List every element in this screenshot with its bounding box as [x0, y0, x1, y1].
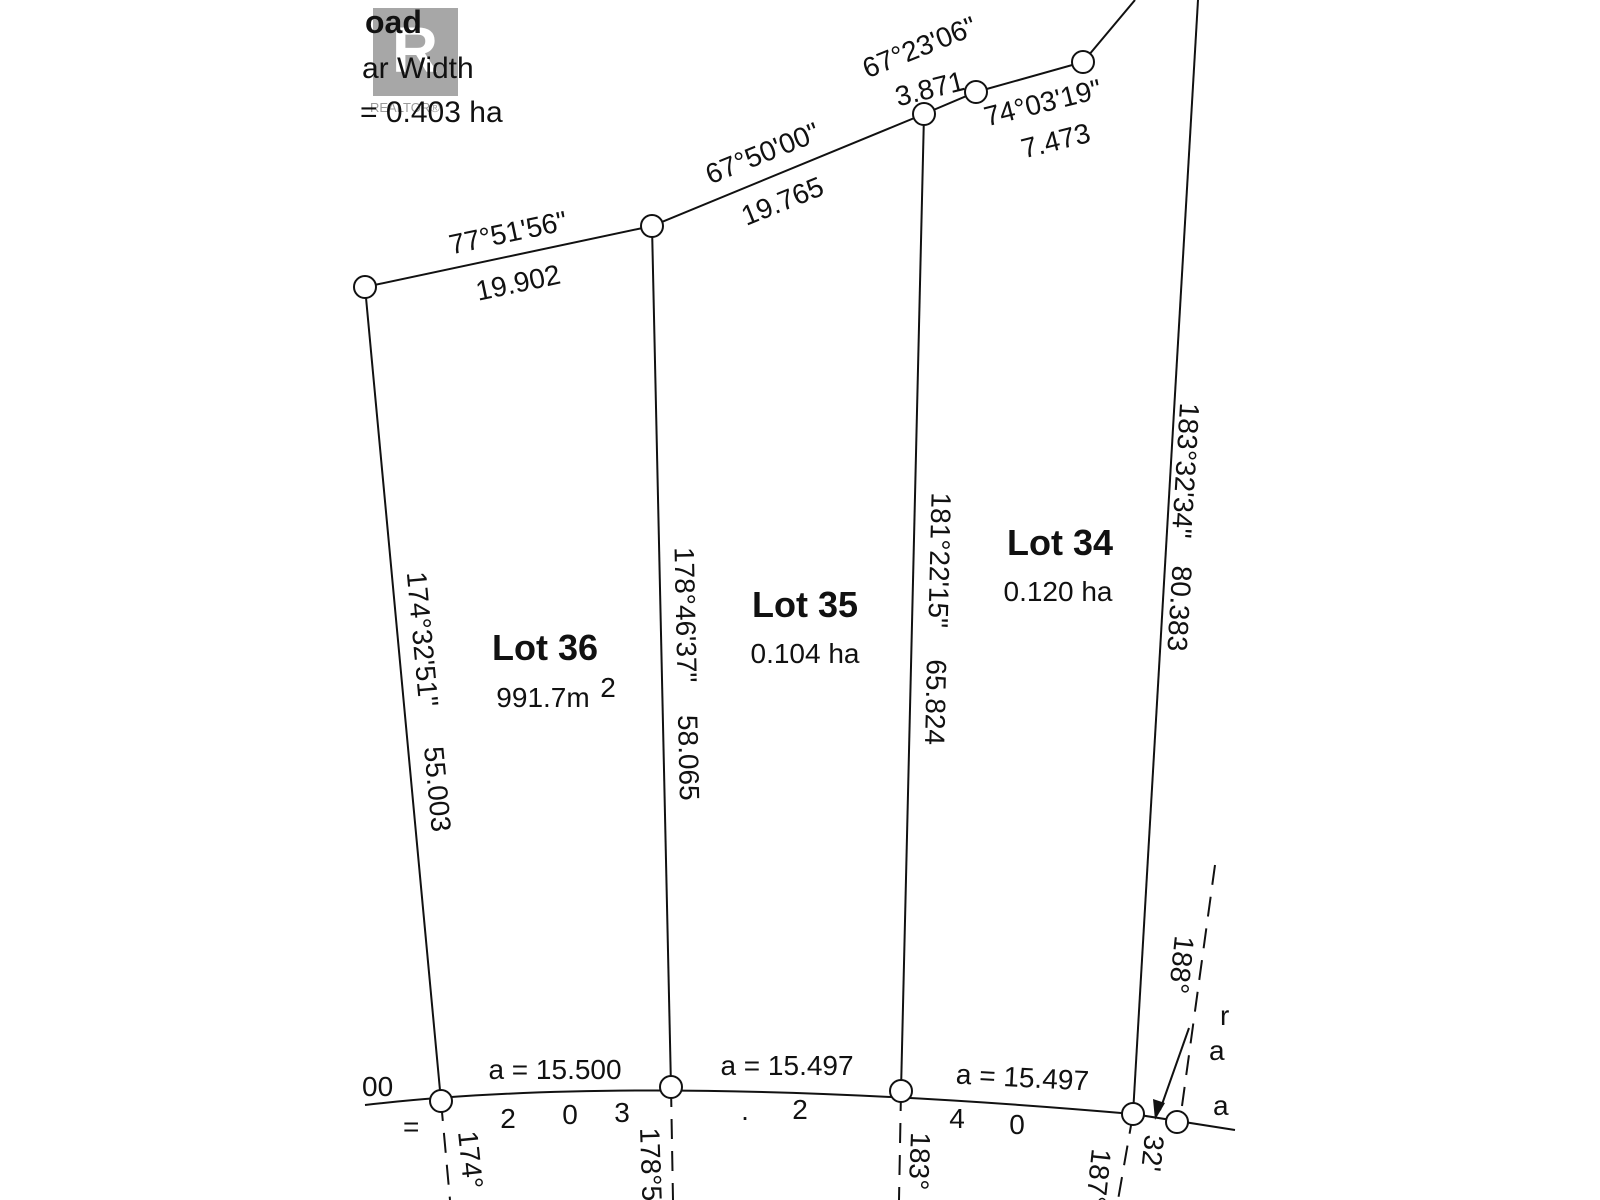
- frontage-distance: 19.765: [737, 171, 828, 232]
- radius-digit: 4: [949, 1103, 965, 1134]
- survey-pin-icon: [640, 214, 664, 238]
- lot-area: 991.7m: [496, 682, 589, 713]
- extension-line: [440, 1100, 451, 1200]
- dimension-fragment: 187°: [1080, 1147, 1117, 1200]
- frontage-bearing: 67°23'06": [858, 10, 981, 84]
- dimension-fragment: 32': [1135, 1133, 1170, 1173]
- lot-area-superscript: 2: [600, 672, 616, 703]
- road-width-fragment: ar Width: [362, 52, 474, 85]
- lot-area: 0.104 ha: [751, 638, 860, 669]
- arc-length: a = 15.500: [488, 1054, 621, 1085]
- road-name-fragment: oad: [365, 4, 422, 40]
- radius-digit: 2: [500, 1103, 516, 1134]
- survey-pin-icon: [1165, 1110, 1189, 1134]
- frontage-bearing: 77°51'56": [446, 205, 570, 260]
- radius-digit: 0: [562, 1099, 578, 1130]
- extension-line: [1117, 1113, 1134, 1200]
- road-area-fragment: = 0.403 ha: [360, 96, 503, 129]
- dimension-fragment: 178°5: [634, 1127, 668, 1200]
- lot-name: Lot 35: [752, 584, 858, 625]
- lot-name: Lot 34: [1007, 522, 1113, 563]
- survey-pin-icon: [659, 1075, 683, 1099]
- sideline-bearing: 178°46'37": [668, 547, 702, 683]
- road-edge-dashed-line: [1181, 864, 1216, 1107]
- lot-area: 0.120 ha: [1004, 576, 1113, 607]
- radius-digit: .: [741, 1095, 749, 1126]
- survey-pin-icon: [353, 275, 377, 299]
- sideline-distance: 65.824: [919, 659, 952, 745]
- radius-digit: 0: [1009, 1109, 1025, 1140]
- radius-digit: 2: [792, 1094, 808, 1125]
- survey-pin-icon: [889, 1079, 913, 1103]
- arc-length: a = 15.497: [955, 1059, 1090, 1097]
- dimension-fragment: a: [1209, 1035, 1225, 1066]
- frontage-distance: 19.902: [473, 259, 563, 307]
- dimension-fragment: r: [1220, 1000, 1229, 1031]
- dimension-fragment: 188°: [1163, 934, 1200, 995]
- sideline-distance: 58.065: [672, 715, 705, 801]
- dimension-fragment: 183°: [903, 1132, 936, 1191]
- frontage-distance: 7.473: [1018, 117, 1093, 164]
- sideline-distance: 55.003: [418, 745, 457, 833]
- watermark-text: REALTOR®: [370, 100, 440, 115]
- survey-pin-icon: [429, 1089, 453, 1113]
- sideline-bearing: 181°22'15": [922, 492, 956, 628]
- arrow-head-icon: [1153, 1099, 1165, 1120]
- dimension-fragment: 00: [362, 1071, 393, 1102]
- svg-text:R: R: [392, 14, 438, 86]
- sideline-distance: 80.383: [1161, 565, 1197, 652]
- sideline-bearing: 183°32'34": [1166, 402, 1205, 539]
- extension-line: [898, 1090, 902, 1200]
- east-boundary-line: [1132, 0, 1199, 1115]
- arc-length: a = 15.497: [720, 1050, 853, 1081]
- radius-digit: 3: [614, 1097, 630, 1128]
- dimension-fragment: =: [403, 1111, 419, 1142]
- survey-pin-icon: [1121, 1102, 1145, 1126]
- arrow-icon: [1159, 1027, 1190, 1111]
- sideline-bearing: 174°32'51": [401, 570, 444, 708]
- front-boundary-line: [364, 0, 1136, 288]
- lot-36-west-line: [364, 286, 442, 1102]
- survey-pin-icon: [912, 102, 936, 126]
- lot-36-35-line: [651, 225, 672, 1088]
- lot-name: Lot 36: [492, 627, 598, 668]
- dimension-fragment: 174°: [452, 1129, 489, 1190]
- survey-pin-icon: [964, 80, 988, 104]
- survey-pin-icon: [1071, 50, 1095, 74]
- realtor-logo-icon: R: [373, 8, 458, 96]
- dimension-fragment: a: [1213, 1090, 1229, 1121]
- extension-line: [670, 1086, 674, 1200]
- lot-35-34-line: [900, 113, 925, 1092]
